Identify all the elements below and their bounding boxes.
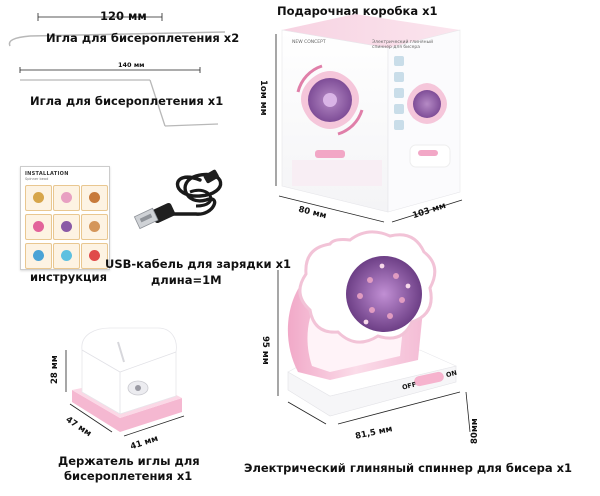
manual-sheet-tiles <box>25 185 108 269</box>
manual-tile <box>81 214 108 240</box>
usb-cable-length-caption: длина=1М <box>151 273 222 287</box>
needle-holder-caption-line2: бисероплетения x1 <box>64 469 193 483</box>
gift-box-front-text: Электрический глиняный спиннер для бисер… <box>372 40 434 50</box>
gift-box-side-text: NEW CONCEPT <box>292 40 326 45</box>
needle-holder-height-label: 28 мм <box>50 355 60 384</box>
manual-sheet-title: INSTALLATION <box>25 171 69 177</box>
gift-box-depth-label: 80 мм <box>297 204 328 222</box>
manual-tile <box>25 243 52 269</box>
needle-holder-width-label: 41 мм <box>129 433 160 453</box>
manual-tile <box>81 185 108 211</box>
needle-holder-depth-label: 47 мм <box>63 414 94 440</box>
spinner-width-label: 81,5 мм <box>354 424 394 442</box>
manual-tile <box>53 185 80 211</box>
manual-tile <box>25 185 52 211</box>
gift-box-height-label: 1ом мм <box>258 80 268 116</box>
gift-box-width-label: 103 мм <box>411 200 448 222</box>
spinner-caption: Электрический глиняный спиннер для бисер… <box>244 461 573 475</box>
spinner-switch-on-label: ON <box>445 368 458 380</box>
gift-box-caption: Подарочная коробка x1 <box>277 4 438 18</box>
needle-long-caption: Игла для бисероплетения x2 <box>46 31 240 45</box>
manual-caption: инструкция <box>30 270 107 284</box>
spinner-depth-label: 80мм <box>470 418 480 444</box>
manual-sheet-subtitle: Spinner bead <box>25 177 49 181</box>
manual-tile <box>81 243 108 269</box>
spinner-height-label: 95 мм <box>260 336 270 365</box>
usb-cable-caption: USB-кабель для зарядки x1 <box>105 257 291 271</box>
needle-short-caption: Игла для бисероплетения x1 <box>30 94 224 108</box>
manual-tile <box>53 243 80 269</box>
needle-long-length-label: 120 мм <box>100 9 147 23</box>
spinner-switch-off-label: OFF <box>401 380 418 392</box>
manual-tile <box>25 214 52 240</box>
needle-holder-caption-line1: Держатель иглы для <box>58 454 200 468</box>
needle-short-length-label: 140 мм <box>118 61 145 69</box>
manual-sheet-image: INSTALLATION Spinner bead <box>20 166 110 270</box>
manual-tile <box>53 214 80 240</box>
